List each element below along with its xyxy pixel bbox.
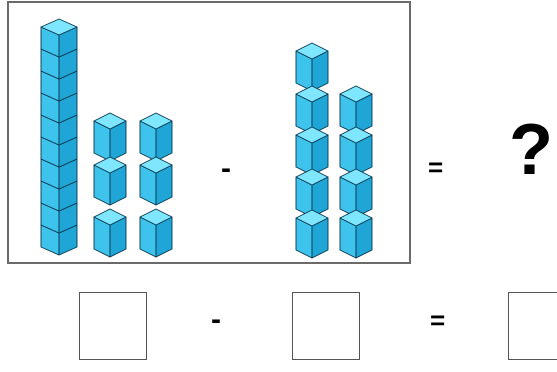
ten-rod xyxy=(41,19,77,255)
unit-cube xyxy=(340,127,372,175)
minus-sign: - xyxy=(221,154,231,184)
unit-cube xyxy=(140,157,172,205)
minuend-ones-cubes xyxy=(94,113,172,257)
unit-cube xyxy=(296,210,328,258)
equals-sign: = xyxy=(428,154,443,180)
rod-unit xyxy=(41,19,77,57)
unit-cube xyxy=(94,209,126,257)
unit-cube xyxy=(140,209,172,257)
question-mark: ? xyxy=(509,114,553,186)
unit-cube xyxy=(296,43,328,91)
answer-equals-sign: = xyxy=(430,307,445,333)
answer-box-minuend[interactable] xyxy=(79,292,147,360)
unit-cube xyxy=(140,113,172,161)
subtrahend-ones-cubes xyxy=(296,43,372,258)
unit-cube xyxy=(94,157,126,205)
unit-cube xyxy=(296,127,328,175)
answer-minus-sign: - xyxy=(211,305,221,335)
unit-cube xyxy=(94,113,126,161)
unit-cube xyxy=(340,210,372,258)
answer-box-difference[interactable] xyxy=(508,292,557,360)
answer-box-subtrahend[interactable] xyxy=(292,292,360,360)
